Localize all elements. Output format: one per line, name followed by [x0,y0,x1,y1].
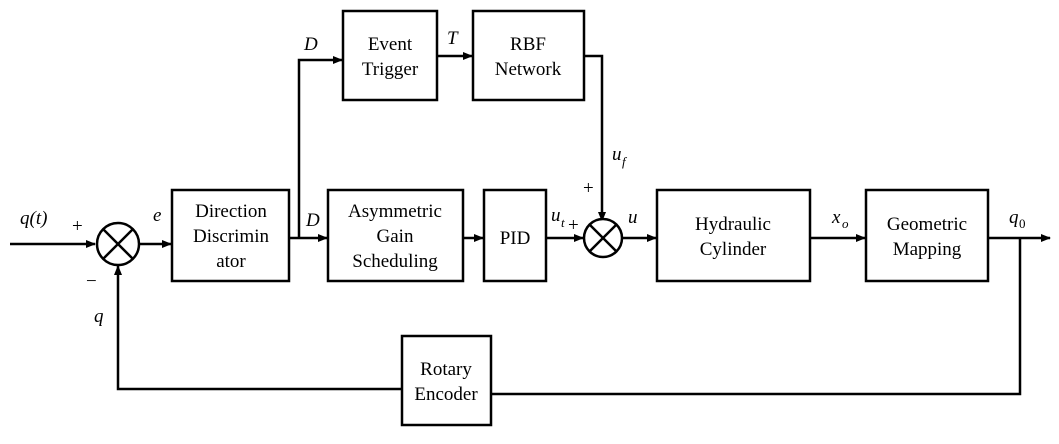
geometric-mapping-block: Geometric Mapping [864,188,990,283]
svg-text:u: u [612,144,622,165]
d-upper-label: D [303,34,318,55]
pid-block: PID [482,188,548,283]
error-signal-label: e [153,205,161,226]
direction-discriminator-block: Direction Discrimin ator [170,188,291,283]
svg-text:o: o [842,216,849,231]
rotary-encoder-block: Rotary Encoder [400,334,493,427]
rotary-line-1: Rotary [420,359,472,380]
geometric-line-2: Mapping [893,239,962,260]
summing-junction-1 [95,221,141,267]
direction-line-1: Direction [195,201,267,222]
svg-text:x: x [831,207,841,228]
direction-line-3: ator [216,251,246,272]
event-line-1: Event [368,34,413,55]
q0-signal-label: q 0 [1009,207,1026,231]
svg-text:q: q [1009,207,1019,228]
feedback-signal-label: q [94,306,104,327]
asym-line-3: Scheduling [352,251,438,272]
hydraulic-line-1: Hydraulic [695,214,771,235]
summing-junction-2 [582,217,624,259]
svg-text:0: 0 [1019,216,1026,231]
pid-label: PID [500,228,531,249]
event-line-2: Trigger [362,59,419,80]
asym-line-2: Gain [377,226,414,247]
rotary-line-2: Encoder [414,384,478,405]
feedback-wire-right [491,238,1022,396]
input-signal-label: q(t) [20,208,47,229]
rbf-line-1: RBF [510,34,546,55]
svg-text:u: u [551,205,561,226]
svg-text:t: t [561,215,565,230]
asymmetric-gain-block: Asymmetric Gain Scheduling [326,188,465,283]
rbf-line-2: Network [495,59,562,80]
feedback-wire-left [114,265,402,391]
sum2-plus-left-sign: + [568,215,579,236]
d-lower-label: D [305,210,320,231]
asym-line-1: Asymmetric [348,201,442,222]
svg-text:f: f [622,154,628,169]
trigger-signal-label: T [447,28,459,49]
event-trigger-block: Event Trigger [341,9,439,102]
uf-wire [584,54,606,222]
xo-signal-label: x o [831,207,849,231]
hydraulic-cylinder-block: Hydraulic Cylinder [655,188,812,283]
d-upper-wire [297,56,343,238]
direction-line-2: Discrimin [193,226,269,247]
u-signal-label: u [628,207,638,228]
sum2-plus-top-sign: + [583,178,594,199]
ut-signal-label: u t [551,205,565,230]
sum1-plus-sign: + [72,216,83,237]
hydraulic-line-2: Cylinder [700,239,767,260]
rbf-network-block: RBF Network [471,9,586,102]
uf-signal-label: u f [612,144,628,169]
geometric-line-1: Geometric [887,214,967,235]
sum1-minus-sign: − [86,271,97,292]
